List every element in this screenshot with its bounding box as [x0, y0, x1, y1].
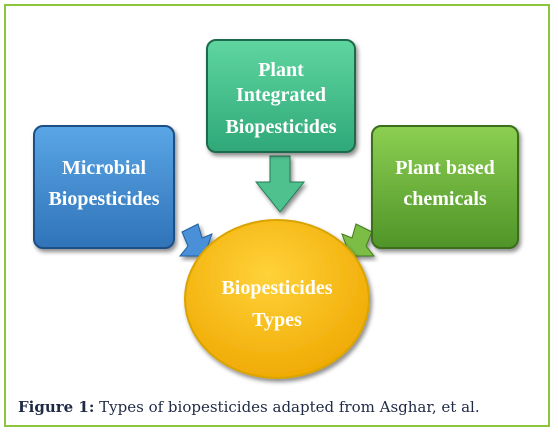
arrow-right-diagonal — [341, 223, 376, 257]
node-microbial-line-1: Microbial — [62, 157, 147, 179]
node-plant-integrated-line-1: Plant — [258, 59, 304, 81]
node-microbial: Microbial Biopesticides — [33, 125, 175, 249]
node-plant-based-line-2: chemicals — [403, 188, 487, 210]
node-plant-integrated-line-3: Biopesticides — [225, 116, 336, 138]
node-types-line-2: Types — [252, 309, 302, 331]
node-plant-based: Plant based chemicals — [371, 125, 519, 249]
figure-caption-text: Types of biopesticides adapted from Asgh… — [94, 398, 480, 416]
figure-caption-label: Figure 1: — [18, 398, 95, 416]
figure-caption: Figure 1: Types of biopesticides adapted… — [18, 398, 538, 416]
arrow-top-down — [254, 155, 306, 213]
node-plant-integrated-line-2: Integrated — [236, 84, 326, 106]
node-plant-integrated: Plant Integrated Biopesticides — [206, 39, 356, 153]
node-types: Biopesticides Types — [184, 219, 370, 379]
node-plant-based-line-1: Plant based — [395, 157, 494, 179]
node-microbial-line-2: Biopesticides — [48, 188, 159, 210]
arrow-left-diagonal — [178, 223, 213, 257]
node-types-line-1: Biopesticides — [221, 277, 332, 299]
figure-frame: Plant Integrated Biopesticides Microbial… — [4, 4, 550, 427]
biopesticides-diagram: Plant Integrated Biopesticides Microbial… — [33, 39, 519, 379]
